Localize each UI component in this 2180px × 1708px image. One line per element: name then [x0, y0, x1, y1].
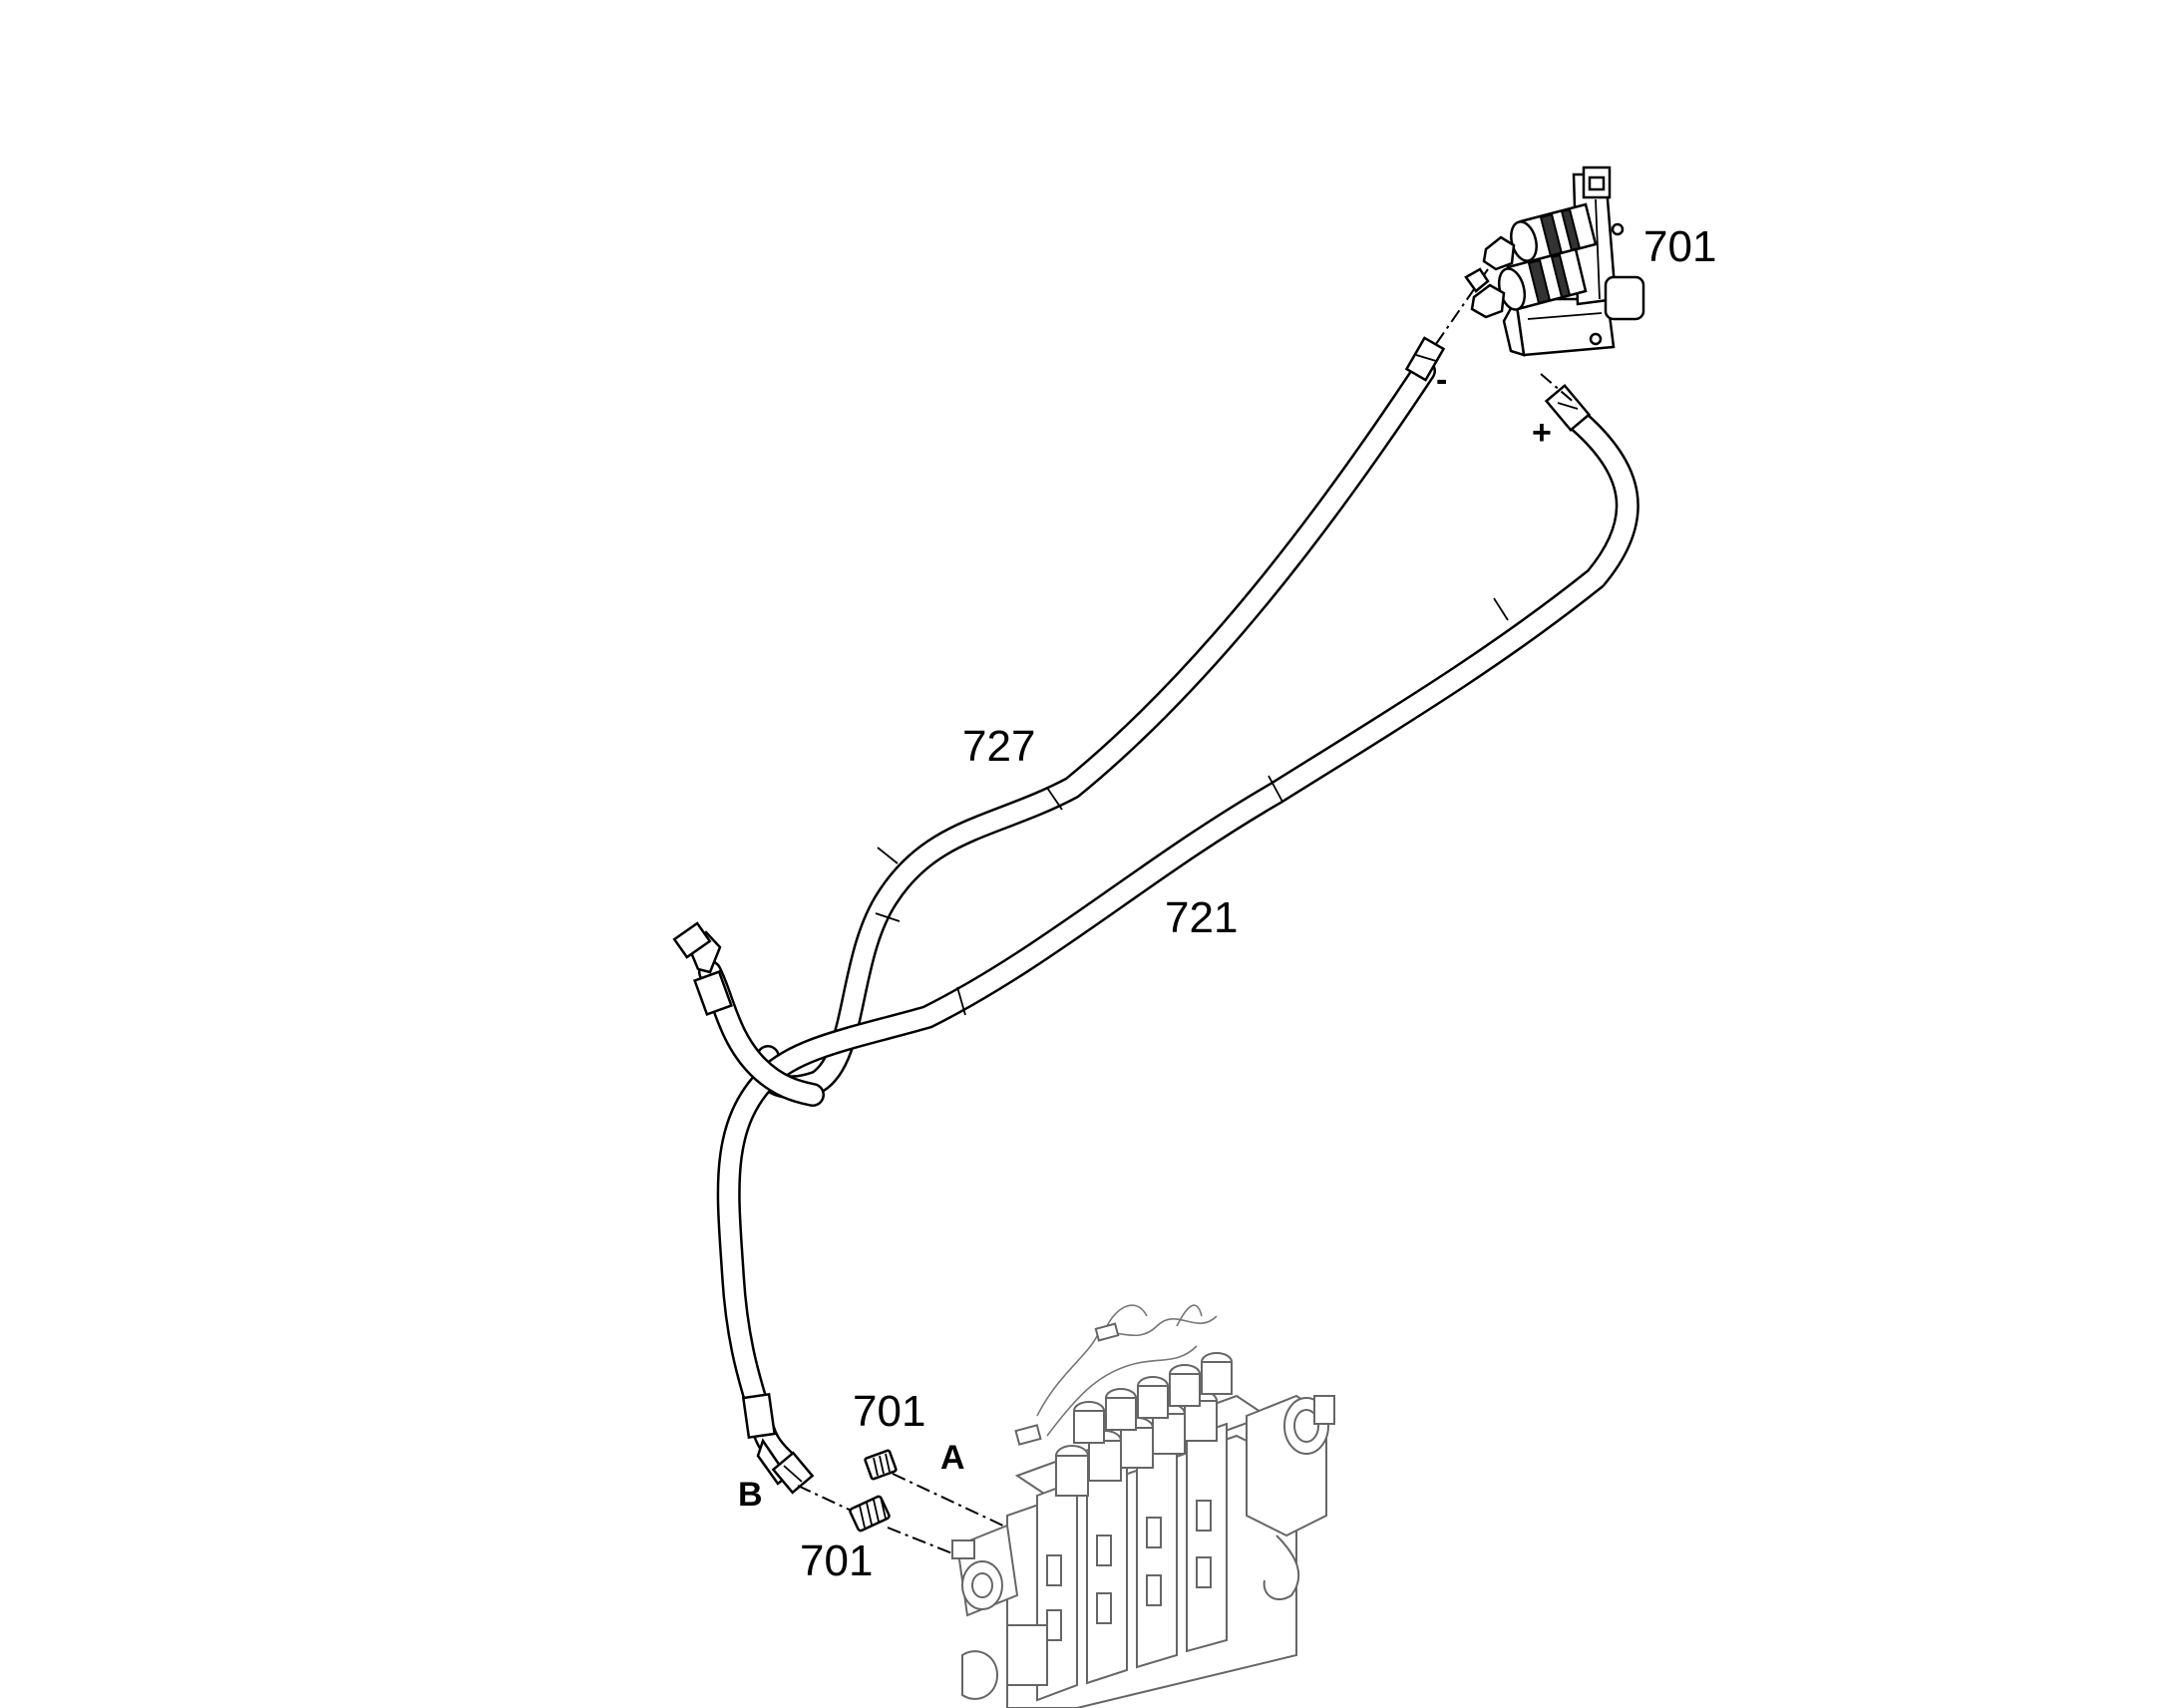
label-plus: + [1532, 414, 1552, 452]
leader-lines [797, 268, 1577, 1574]
solenoid-valve-701 [1464, 166, 1645, 357]
label-minus: - [1436, 361, 1447, 399]
label-727-hose: 727 [962, 722, 1035, 771]
control-valve-bank [951, 1304, 1335, 1708]
label-701-valve: 701 [1643, 222, 1716, 271]
hose-727 [753, 359, 1436, 1100]
label-701-fitting-b: 701 [800, 1537, 873, 1585]
fitting-701-a [864, 1449, 898, 1481]
label-721-hose: 721 [1165, 893, 1238, 942]
label-port-b: B [738, 1476, 763, 1514]
hose-fitting-minus [1404, 336, 1446, 382]
hose-branch [672, 921, 825, 1107]
label-701-fitting-a: 701 [853, 1387, 925, 1436]
hose-fitting-plus [1544, 383, 1592, 433]
hose-721 [716, 405, 1639, 1476]
fitting-701-b [849, 1495, 891, 1533]
hose-fitting-b [756, 1438, 815, 1495]
label-port-a: A [940, 1439, 965, 1477]
